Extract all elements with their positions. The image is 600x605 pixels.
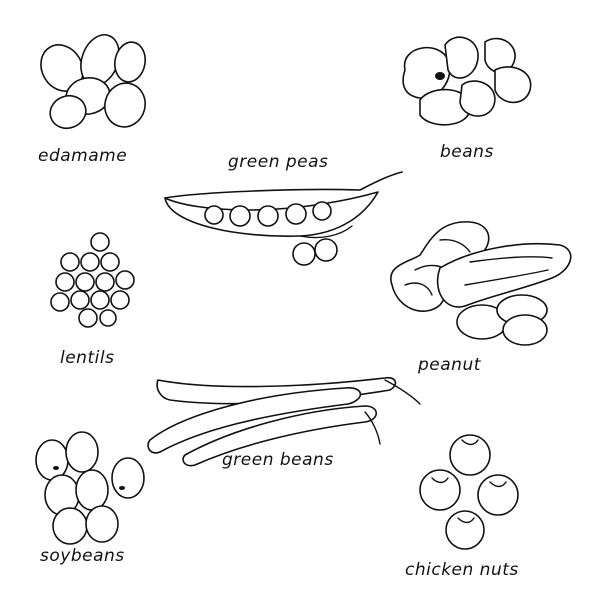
label-green-peas: green peas	[228, 152, 329, 172]
label-chicken-nuts: chicken nuts	[405, 560, 519, 580]
edamame-drawing	[40, 34, 146, 130]
label-lentils: lentils	[60, 348, 115, 368]
chicken-nuts-drawing	[419, 434, 519, 550]
label-green-beans: green beans	[222, 450, 334, 470]
lentils-drawing	[50, 232, 135, 328]
green-beans-drawing	[147, 376, 421, 467]
label-beans: beans	[440, 142, 494, 162]
beans-drawing	[402, 36, 532, 126]
soybeans-drawing	[35, 431, 145, 545]
green-peas-drawing	[164, 171, 403, 266]
peanut-drawing	[389, 221, 572, 346]
label-soybeans: soybeans	[40, 546, 125, 566]
label-edamame: edamame	[38, 146, 128, 166]
label-peanut: peanut	[418, 355, 481, 375]
